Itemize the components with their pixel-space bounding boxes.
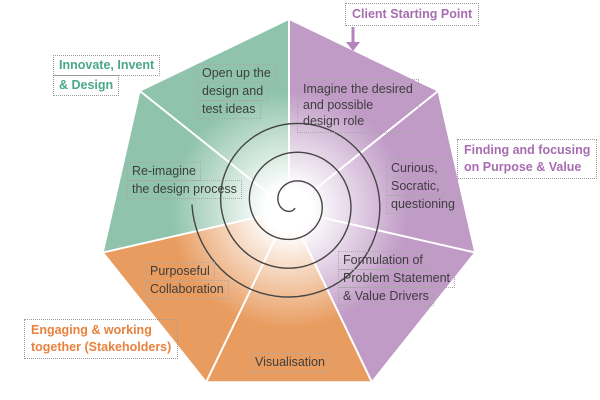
segment-shape-purposeful [103, 210, 289, 382]
label-line: Visualisation [250, 353, 330, 372]
segment-shape-openup [140, 20, 289, 210]
label-line: design role [303, 114, 365, 128]
segment-label-curious: Curious, Socratic, questioning [386, 159, 460, 214]
label-line: and possible [303, 98, 374, 112]
label-line: questioning [386, 195, 460, 214]
callout-text: Engaging & working [31, 323, 152, 337]
segment-shape-curious [289, 91, 475, 253]
label-line: Re-imagine [127, 162, 201, 181]
segment-label-openup: Open up the design and test ideas [197, 64, 276, 119]
callout-text: Innovate, Invent [53, 55, 161, 76]
segment-label-imagine: Imagine the desired and possible design … [297, 79, 419, 133]
callout-text: on Purpose & Value [464, 160, 582, 174]
label-line: Imagine the desired [303, 82, 413, 96]
label-line: Open up the [197, 64, 276, 83]
segment-shape-imagine [289, 20, 438, 210]
label-line: the design process [127, 180, 242, 199]
label-line: test ideas [197, 100, 261, 119]
callout-text: Finding and focusing [464, 143, 591, 157]
segment-label-reimagine: Re-imagine the design process [127, 162, 242, 199]
client-arrow-icon [346, 27, 360, 51]
segment-label-formulation: Formulation of Problem Statement & Value… [338, 251, 455, 306]
label-line: Purposeful [145, 262, 215, 281]
segment-label-purposeful: Purposeful Collaboration [145, 262, 229, 299]
callout-text: & Design [53, 75, 120, 96]
label-line: design and [197, 82, 269, 101]
callout-client-starting-point: Client Starting Point [345, 3, 480, 26]
label-line: Curious, [386, 159, 443, 178]
callout-innovate-invent-design: Innovate, Invent & Design [53, 55, 161, 96]
segment-shape-reimagine [103, 91, 289, 253]
spiral-icon [191, 122, 381, 298]
label-line: Collaboration [145, 280, 229, 299]
label-line: Formulation of [338, 251, 428, 270]
label-line: Socratic, [386, 177, 445, 196]
callout-text: together (Stakeholders) [31, 340, 172, 354]
callout-finding-focusing: Finding and focusing on Purpose & Value [457, 139, 598, 179]
segment-dividers [103, 20, 475, 382]
callout-engaging-working: Engaging & working together (Stakeholder… [24, 319, 179, 359]
label-line: Problem Statement [338, 269, 455, 288]
callout-text: Client Starting Point [352, 7, 473, 21]
segment-shape-visualisation [206, 210, 372, 382]
segment-label-visualisation: Visualisation [250, 353, 330, 372]
label-line: & Value Drivers [338, 287, 434, 306]
